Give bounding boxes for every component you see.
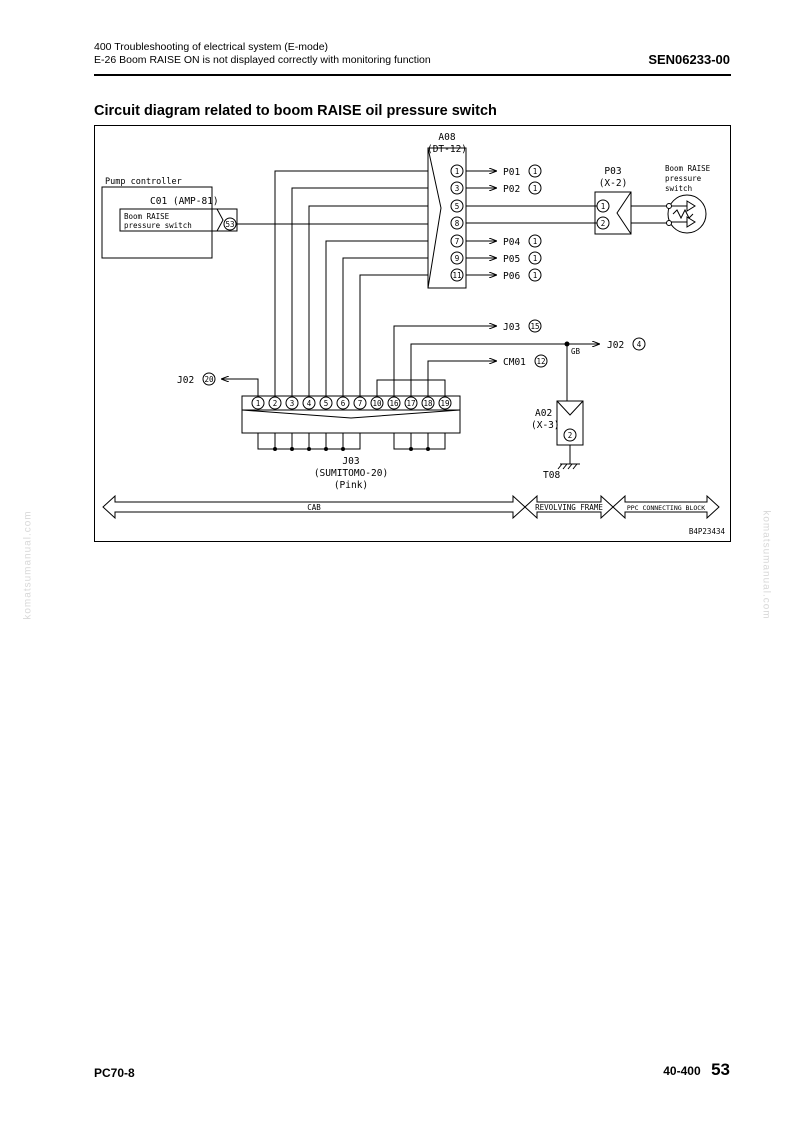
j03-pin-16: 16 bbox=[389, 399, 399, 408]
c01-pin-53: 53 bbox=[225, 220, 234, 229]
j03-pin-7: 7 bbox=[358, 399, 363, 408]
t08-name: T08 bbox=[543, 470, 560, 481]
figure-code: B4P23434 bbox=[689, 527, 726, 536]
target-p02-pin: 1 bbox=[533, 184, 538, 193]
a02-name: A02 bbox=[535, 408, 552, 419]
a08-pin-3: 3 bbox=[455, 184, 460, 193]
zone-ppc-label: PPC CONNECTING BLOCK bbox=[627, 504, 705, 512]
zone-revolving-label: REVOLVING FRAME bbox=[535, 503, 603, 512]
circuit-diagram: A08 (DT-12) 1 3 5 8 7 9 11 P01 P02 P04 P… bbox=[94, 125, 731, 542]
watermark-right: komatsumanual.com bbox=[760, 510, 772, 620]
watermark-left: komatsumanual.com bbox=[22, 510, 34, 620]
j03-connector-body bbox=[241, 395, 461, 434]
a02-pin-2: 2 bbox=[568, 431, 573, 440]
pressure-switch-symbol bbox=[667, 194, 707, 234]
c01-connector-symbol bbox=[216, 208, 224, 232]
pump-controller-label: Pump controller bbox=[105, 177, 182, 187]
j03-name: J03 bbox=[342, 456, 359, 467]
j03-pin-4: 4 bbox=[307, 399, 312, 408]
j03-color: (Pink) bbox=[334, 480, 368, 491]
a08-pin-11: 11 bbox=[452, 271, 461, 280]
section-title: Circuit diagram related to boom RAISE oi… bbox=[94, 103, 497, 119]
j03-pin-10: 10 bbox=[372, 399, 382, 408]
header-divider bbox=[94, 74, 731, 76]
cm01-out-name: CM01 bbox=[503, 357, 526, 368]
a08-pin-5: 5 bbox=[455, 202, 460, 211]
j02-out-name: J02 bbox=[607, 340, 624, 351]
footer-model: PC70-8 bbox=[94, 1066, 135, 1080]
cm01-out-pin: 12 bbox=[536, 357, 545, 366]
a08-pin-7: 7 bbox=[455, 237, 460, 246]
p03-name: P03 bbox=[604, 166, 621, 177]
a08-connector-body bbox=[427, 147, 467, 289]
j03-pin-2: 2 bbox=[273, 399, 278, 408]
header-topic: E-26 Boom RAISE ON is not displayed corr… bbox=[94, 54, 431, 66]
j03-type: (SUMITOMO-20) bbox=[314, 468, 388, 479]
a08-connector-symbol bbox=[427, 147, 442, 289]
a02-type: (X-3) bbox=[531, 420, 560, 431]
j03-pin-1: 1 bbox=[256, 399, 261, 408]
p03-pin-2: 2 bbox=[601, 219, 606, 228]
zone-arrow-ppc bbox=[612, 494, 720, 520]
zone-cab-label: CAB bbox=[307, 503, 321, 512]
pump-controller-box bbox=[101, 186, 213, 259]
j03-pin-5: 5 bbox=[324, 399, 329, 408]
j03-out-name: J03 bbox=[503, 322, 520, 333]
a08-pin-1: 1 bbox=[455, 167, 460, 176]
j03-pin-19: 19 bbox=[440, 399, 449, 408]
j03-pin-17: 17 bbox=[406, 399, 415, 408]
switch-label-line3: switch bbox=[665, 184, 692, 193]
header-breadcrumb: 400 Troubleshooting of electrical system… bbox=[94, 41, 431, 67]
footer-page-info: 40-400 53 bbox=[663, 1060, 730, 1080]
switch-label-line2: pressure bbox=[665, 174, 702, 183]
target-p06-pin: 1 bbox=[533, 271, 538, 280]
target-p01-pin: 1 bbox=[533, 167, 538, 176]
switch-label-line1: Boom RAISE bbox=[665, 164, 711, 173]
target-p04: P04 bbox=[503, 237, 520, 248]
j03-out-pin: 15 bbox=[530, 322, 539, 331]
footer-page-number: 53 bbox=[711, 1060, 730, 1079]
p03-connector-symbol bbox=[616, 191, 632, 235]
a08-name: A08 bbox=[438, 132, 455, 143]
c01-label-line2: pressure switch bbox=[124, 221, 192, 230]
p03-connector-body bbox=[594, 191, 632, 235]
c01-name: C01 (AMP-81) bbox=[150, 196, 219, 207]
a08-pin-9: 9 bbox=[455, 254, 460, 263]
p03-pin-1: 1 bbox=[601, 202, 606, 211]
target-p05-pin: 1 bbox=[533, 254, 538, 263]
target-p02: P02 bbox=[503, 184, 520, 195]
j03-pin-6: 6 bbox=[341, 399, 346, 408]
target-p04-pin: 1 bbox=[533, 237, 538, 246]
wire-gb-label: GB bbox=[571, 347, 581, 356]
a08-pin-8: 8 bbox=[455, 219, 460, 228]
j02-out-pin: 4 bbox=[637, 340, 642, 349]
p03-type: (X-2) bbox=[599, 178, 628, 189]
j03-pin-3: 3 bbox=[290, 399, 295, 408]
circuit-diagram-svg: A08 (DT-12) 1 3 5 8 7 9 11 P01 P02 P04 P… bbox=[101, 132, 726, 536]
c01-label-line1: Boom RAISE bbox=[124, 212, 170, 221]
j03-pin-18: 18 bbox=[423, 399, 433, 408]
j02-left-pin: 20 bbox=[204, 375, 214, 384]
a08-type: (DT-12) bbox=[427, 144, 467, 155]
j02-left-name: J02 bbox=[177, 375, 194, 386]
doc-code: SEN06233-00 bbox=[648, 52, 730, 67]
target-p06: P06 bbox=[503, 271, 520, 282]
footer-section-code: 40-400 bbox=[663, 1064, 701, 1078]
target-p01: P01 bbox=[503, 167, 520, 178]
header-chapter: 400 Troubleshooting of electrical system… bbox=[94, 41, 329, 53]
c01-connector-box bbox=[119, 208, 238, 232]
target-p05: P05 bbox=[503, 254, 520, 265]
